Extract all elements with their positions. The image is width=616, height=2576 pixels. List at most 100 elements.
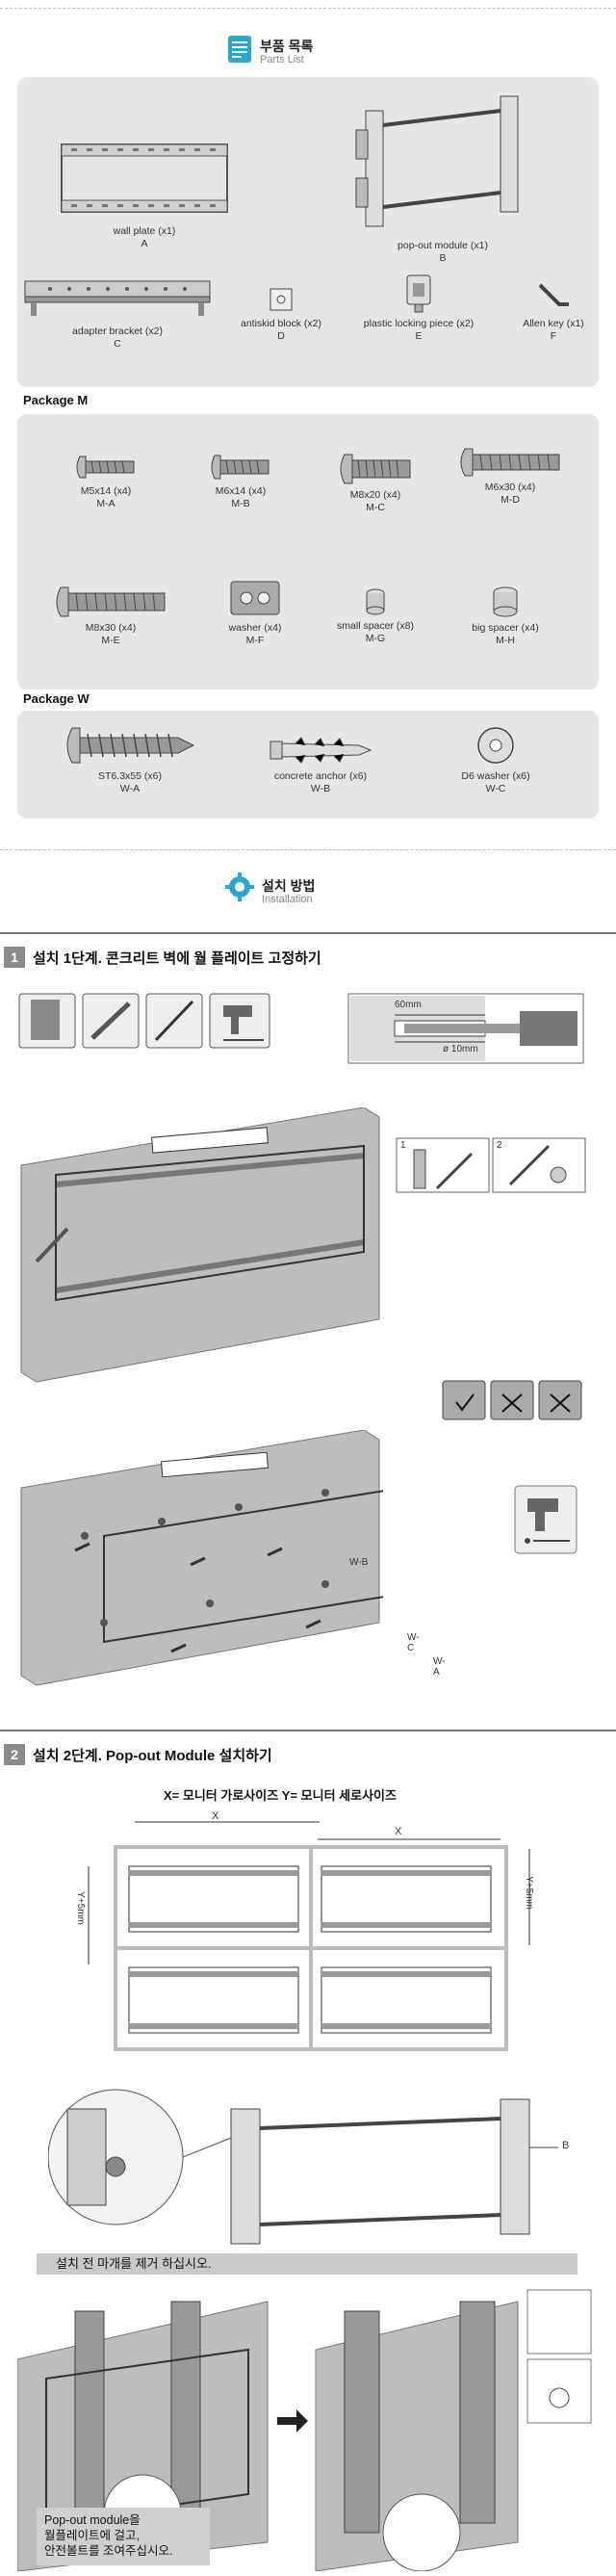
popout-mount-illustration: B <box>47 2080 587 2253</box>
mount-note: Pop-out module을 월플레이트에 걸고, 안전볼트를 조여주십시오. <box>37 2508 210 2565</box>
step2-header: 2 설치 2단계. Pop-out Module 설치하기 <box>0 1741 616 1770</box>
b-label: B <box>562 2140 570 2151</box>
part-name: concrete anchor (x6) <box>273 770 368 782</box>
part-code: C <box>114 338 121 350</box>
wall-anchor-illustration: W-B W-C W-A <box>17 1429 446 1709</box>
part-code: W-B <box>310 783 331 794</box>
part-code: M-B <box>231 498 250 509</box>
part-name: M5x14 (x4) <box>80 485 132 497</box>
tools-row <box>17 992 272 1050</box>
part-code: M-H <box>496 635 515 646</box>
part-code: M-D <box>500 494 520 506</box>
y-label: Y+5mm <box>523 1876 534 1910</box>
plastic-locking-piece-image <box>406 274 431 313</box>
label-wa: W-A <box>433 1656 446 1678</box>
note-line: 월플레이트에 걸고, <box>44 2529 140 2542</box>
wall-plate-image <box>61 143 228 213</box>
part-name: wall plate (x1) <box>113 225 176 237</box>
part-name: D6 washer (x6) <box>461 770 530 782</box>
step-title: 설치 2단계. Pop-out Module 설치하기 <box>33 1748 272 1764</box>
part-code: F <box>550 330 557 342</box>
step-number: 1 <box>4 947 25 968</box>
drill-dia-label: ø 10mm <box>443 1044 478 1054</box>
part-name: big spacer (x4) <box>472 622 539 634</box>
parts-subtitle: Parts List <box>260 54 304 65</box>
part-w-a: ST6.3x55 (x6) W-A <box>58 724 202 795</box>
drill-depth-diagram: 60mm ø 10mm <box>346 992 585 1065</box>
washer-plate-image <box>230 581 280 615</box>
part-code: M-A <box>96 498 116 509</box>
install-subtitle: Installation <box>262 894 313 905</box>
part-adapter-bracket: adapter bracket (x2) C <box>21 268 214 351</box>
part-m-h: big spacer (x4) M-H <box>452 585 558 647</box>
part-name: M6x14 (x4) <box>215 485 267 497</box>
wall-level-illustration <box>17 1106 383 1387</box>
step-number: 2 <box>4 1744 25 1765</box>
part-name: antiskid block (x2) <box>240 318 322 329</box>
d6-washer-image <box>477 727 514 764</box>
package-m-label: Package M <box>23 393 89 407</box>
list-icon <box>227 35 252 63</box>
concrete-anchor-image <box>270 737 372 764</box>
y-label: Y+5mm <box>74 1891 86 1925</box>
part-name: M6x30 (x4) <box>484 481 536 493</box>
part-name: plastic locking piece (x2) <box>363 318 475 329</box>
wood-screw-image <box>66 727 195 764</box>
package-w-label: Package W <box>23 691 90 706</box>
monitor-grid-diagram: X X Y+5mm Y+5mm <box>67 1810 549 2061</box>
part-allen-key: Allen key (x1) F <box>510 279 597 343</box>
part-name: adapter bracket (x2) <box>72 325 163 337</box>
part-w-b: concrete anchor (x6) W-B <box>248 734 393 795</box>
part-m-d: M6x30 (x4) M-D <box>452 447 568 507</box>
label-wb: W-B <box>349 1557 369 1568</box>
note-line: Pop-out module을 <box>44 2513 141 2527</box>
small-spacer-image <box>366 588 385 615</box>
part-name: pop-out module (x1) <box>398 240 488 251</box>
final-mount-illustration <box>16 2282 595 2572</box>
mini-step-num: 2 <box>497 1140 502 1151</box>
screw-image <box>56 586 166 617</box>
part-code: A <box>141 238 148 249</box>
part-m-g: small spacer (x8) M-G <box>318 587 433 645</box>
step1-header: 1 설치 1단계. 콘크리트 벽에 월 플레이트 고정하기 <box>0 944 616 973</box>
part-pop-out-module: pop-out module (x1) B <box>346 91 539 265</box>
part-code: W-A <box>119 783 141 794</box>
part-code: M-C <box>366 502 385 513</box>
gear-icon <box>225 872 254 901</box>
divider <box>0 8 616 9</box>
drill-depth-label: 60mm <box>395 1000 422 1010</box>
part-name: M8x30 (x4) <box>85 622 137 634</box>
part-name: ST6.3x55 (x6) <box>98 770 162 782</box>
part-m-e: M8x30 (x4) M-E <box>48 585 173 647</box>
step-divider <box>0 1730 616 1731</box>
drill-icon-box <box>514 1485 578 1554</box>
mini-steps: 1 2 <box>395 1136 587 1194</box>
part-wall-plate: wall plate (x1) A <box>58 135 231 250</box>
remove-cap-banner: 설치 전 마개를 제거 하십시오. <box>37 2253 578 2275</box>
part-name: small spacer (x8) <box>337 620 414 632</box>
step-title: 설치 1단계. 콘크리트 벽에 월 플레이트 고정하기 <box>33 950 321 967</box>
tools-illustration <box>18 993 270 1049</box>
screw-image <box>340 454 411 484</box>
part-m-c: M8x20 (x4) M-C <box>322 453 428 514</box>
drill-icon <box>514 1485 578 1554</box>
part-code: D <box>277 330 285 342</box>
part-code: M-F <box>245 635 265 646</box>
anchor-check-diagram <box>441 1379 585 1421</box>
part-code: M-G <box>365 633 386 644</box>
size-formula: X= 모니터 가로사이즈 Y= 모니터 세로사이즈 <box>164 1788 397 1803</box>
part-plastic-locking-piece: plastic locking piece (x2) E <box>346 270 491 343</box>
part-w-c: D6 washer (x6) W-C <box>443 724 549 795</box>
screw-image <box>211 455 270 480</box>
allen-key-image <box>538 283 569 306</box>
mini-step-num: 1 <box>400 1140 406 1151</box>
pop-out-module-image <box>355 95 519 227</box>
part-code: W-C <box>485 783 506 794</box>
adapter-bracket-image <box>24 280 211 316</box>
part-m-a: M5x14 (x4) M-A <box>58 453 154 510</box>
x-label: X <box>212 1810 219 1822</box>
step-divider <box>0 932 616 934</box>
screw-image <box>76 455 135 479</box>
install-title: 설치 방법 <box>262 878 316 894</box>
part-name: Allen key (x1) <box>523 318 584 329</box>
